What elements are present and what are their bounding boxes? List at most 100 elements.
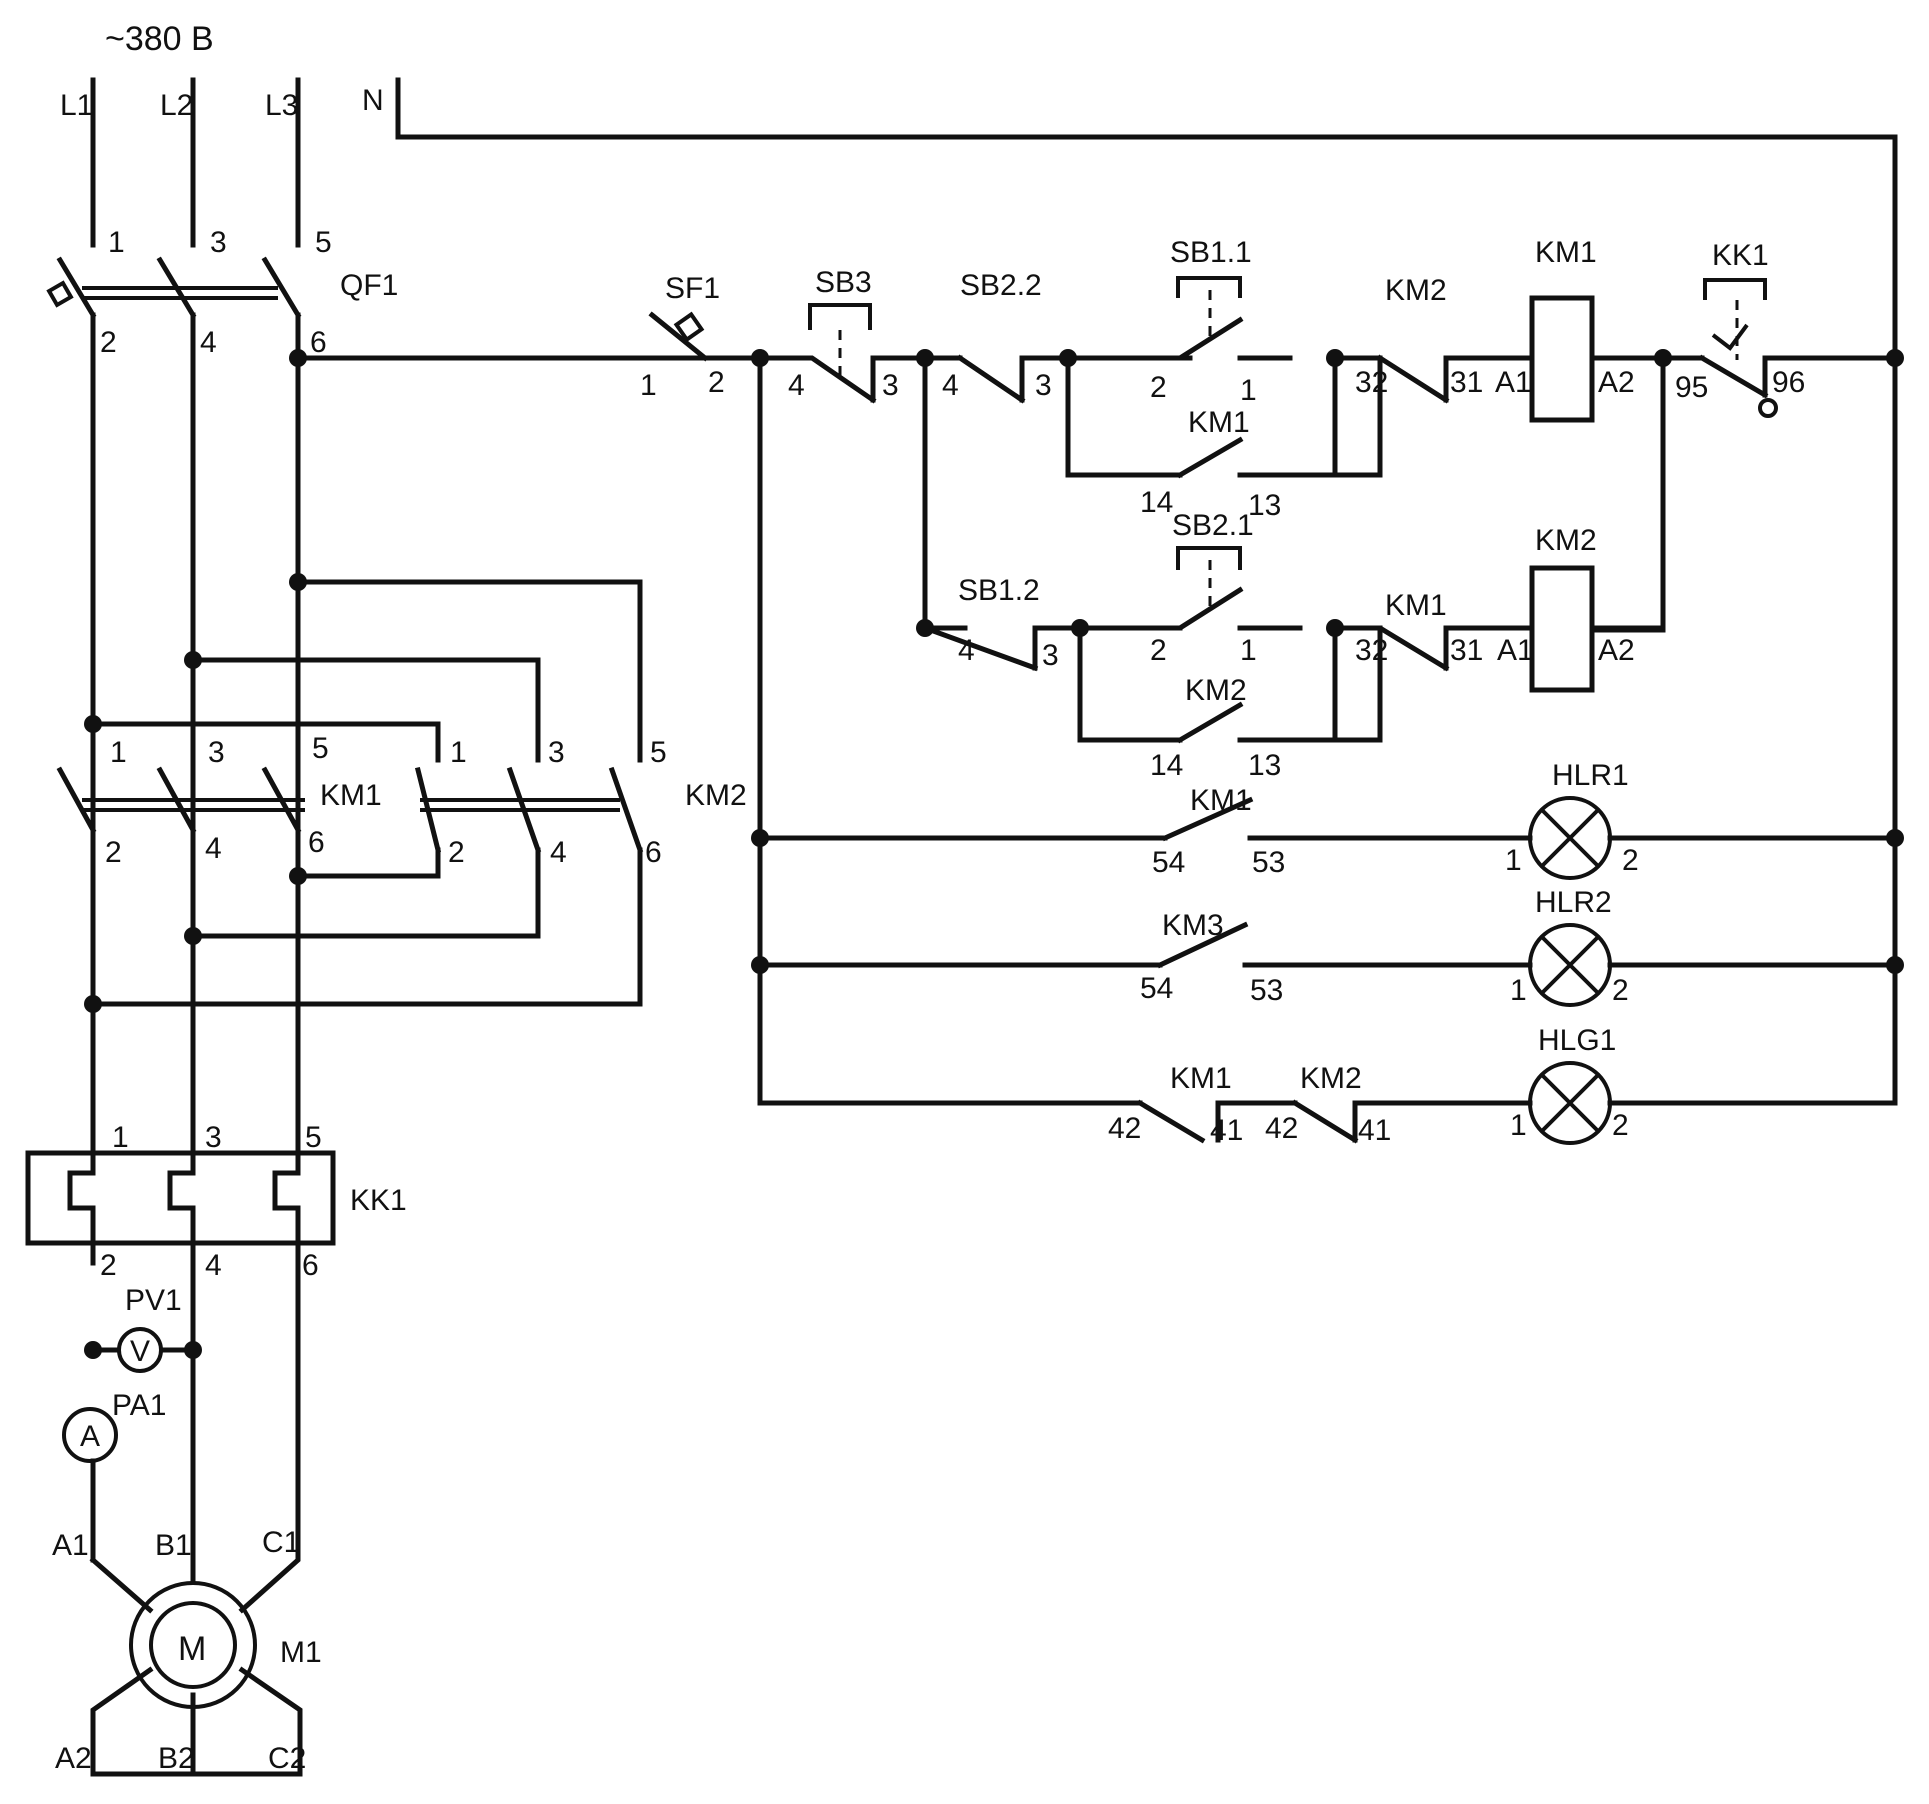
qf1-label: QF1 [340,269,398,302]
power-circuit: ~380 В L1 L2 L3 N 1 3 5 QF1 2 4 6 [25,20,1898,1777]
motor-terminal-b1: B1 [155,1529,192,1562]
sb1-2-terminal-4: 4 [958,634,975,667]
hlg1-terminal-1: 1 [1510,1109,1527,1142]
motor-terminal-b2: B2 [158,1742,195,1775]
sf1-breaker: SF1 1 2 [640,272,725,402]
km1-coil-label: KM1 [1535,236,1597,269]
motor-terminal-c2: C2 [268,1742,306,1775]
hlg1-km1-terminal-41: 41 [1210,1114,1243,1147]
sb2-1-start-button: SB2.1 2 1 [1032,509,1257,667]
hlg1-km2-label: KM2 [1300,1062,1362,1095]
km1-coil-terminal-a1: A1 [1495,366,1532,399]
km1-nc-terminal-31: 31 [1450,634,1483,667]
km2-terminal-3: 3 [548,736,565,769]
ammeter-circle [62,1407,118,1463]
hlr2-label: HLR2 [1535,886,1612,919]
km1-nc-terminal-32: 32 [1355,634,1388,667]
km2-terminal-6: 6 [645,836,662,869]
sb2-1-terminal-2: 2 [1150,634,1167,667]
km1-hold-terminal-14: 14 [1140,486,1173,519]
qf1-terminal-4: 4 [200,326,217,359]
hlr2-terminal-1: 1 [1510,974,1527,1007]
sb1-2-terminal-3: 3 [1042,639,1059,672]
ammeter-symbol: A [80,1420,100,1453]
km1-main-label: KM1 [320,779,382,812]
motor-inner-ring [149,1601,237,1689]
kk1-terminal-2: 2 [100,1249,117,1282]
power-junctions [84,349,307,1359]
km1-terminal-1: 1 [110,736,127,769]
km2-feed-wires [90,579,643,763]
km2-coil-label: KM2 [1535,524,1597,557]
km1-nc-interlock: KM1 32 31 [1332,589,1483,672]
sb1-1-terminal-2: 2 [1150,371,1167,404]
kk1-nc-terminal-95: 95 [1675,371,1708,404]
km2-hold-terminal-13: 13 [1248,749,1281,782]
kk1-terminal-3: 3 [205,1121,222,1154]
hlr1-contact-label: KM1 [1190,784,1252,817]
hlg1-km2-terminal-42: 42 [1265,1112,1298,1145]
km2-terminal-5: 5 [650,736,667,769]
voltmeter-symbol: V [130,1335,150,1368]
km2-hold-label: KM2 [1185,674,1247,707]
hlg1-lamp [1528,1061,1612,1145]
ammeter-label: PA1 [112,1389,166,1422]
hlr1-terminal-2: 2 [1622,844,1639,877]
km2-terminal-2: 2 [448,836,465,869]
sb2-1-terminal-1: 1 [1240,634,1257,667]
km2-coil-terminal-a1: A1 [1497,634,1534,667]
km2-main-label: KM2 [685,779,747,812]
sb3-stop-button: SB3 4 3 [788,266,899,404]
km2-nc-terminal-32: 32 [1355,366,1388,399]
km1-coil-terminal-a2: A2 [1598,366,1635,399]
motor-outer-ring [129,1581,257,1709]
sf1-terminal-2: 2 [708,366,725,399]
km1-terminal-3: 3 [208,736,225,769]
sb2-2-terminal-3: 3 [1035,369,1052,402]
kk1-nc-label: KK1 [1712,239,1769,272]
km2-nc-label: KM2 [1385,274,1447,307]
hlr2-contact-label: KM3 [1162,909,1224,942]
km1-hold-terminal-13: 13 [1248,489,1281,522]
hlr2-rung: KM3 54 53 HLR2 1 2 [1140,886,1629,1007]
kk1-terminal-6: 6 [302,1249,319,1282]
km1-terminal-6: 6 [308,826,325,859]
motor-m1: M M1 A1 B1 C1 A2 B2 C2 [52,1292,322,1777]
hlr1-contact-terminal-54: 54 [1152,846,1185,879]
hlr2-contact-terminal-53: 53 [1250,974,1283,1007]
hlg1-km2-terminal-41: 41 [1358,1114,1391,1147]
neutral-label: N [362,84,384,117]
hlg1-km1-terminal-42: 42 [1108,1112,1141,1145]
kk1-nc-contact: KK1 95 96 [1675,239,1805,418]
qf1-terminal-5: 5 [315,226,332,259]
km1-coil: KM1 A1 A2 [1443,236,1666,423]
kk1-terminal-5: 5 [305,1121,322,1154]
neutral-bus [395,77,1898,1106]
hlr1-label: HLR1 [1552,759,1629,792]
motor-terminal-c1: C1 [262,1526,300,1559]
km2-hold-terminal-14: 14 [1150,749,1183,782]
kk1-thermal-heaters: 1 3 5 KK1 2 4 6 [25,1121,407,1282]
km1-hold-contact: KM1 14 13 [1140,355,1338,522]
km1-terminal-2: 2 [105,836,122,869]
qf1-terminal-3: 3 [210,226,227,259]
qf1-terminal-6: 6 [310,326,327,359]
hlr2-contact-terminal-54: 54 [1140,972,1173,1005]
kk1-terminal-4: 4 [205,1249,222,1282]
kk1-terminal-1: 1 [112,1121,129,1154]
km1-hold-label: KM1 [1188,406,1250,439]
sb1-1-label: SB1.1 [1170,236,1252,269]
motor-label: M1 [280,1636,322,1669]
qf1-terminal-1: 1 [108,226,125,259]
sb2-2-interlock: SB2.2 4 3 [942,269,1052,404]
sb1-1-start-button: SB1.1 2 1 [1065,236,1257,407]
sb3-label: SB3 [815,266,872,299]
sb2-2-label: SB2.2 [960,269,1042,302]
sb1-1-terminal-1: 1 [1240,374,1257,407]
sf1-terminal-1: 1 [640,369,657,402]
phase-l3-label: L3 [265,89,298,122]
km2-terminal-4: 4 [550,836,567,869]
kk1-heater-label: KK1 [350,1184,407,1217]
meters: V PV1 A PA1 [62,1284,196,1563]
